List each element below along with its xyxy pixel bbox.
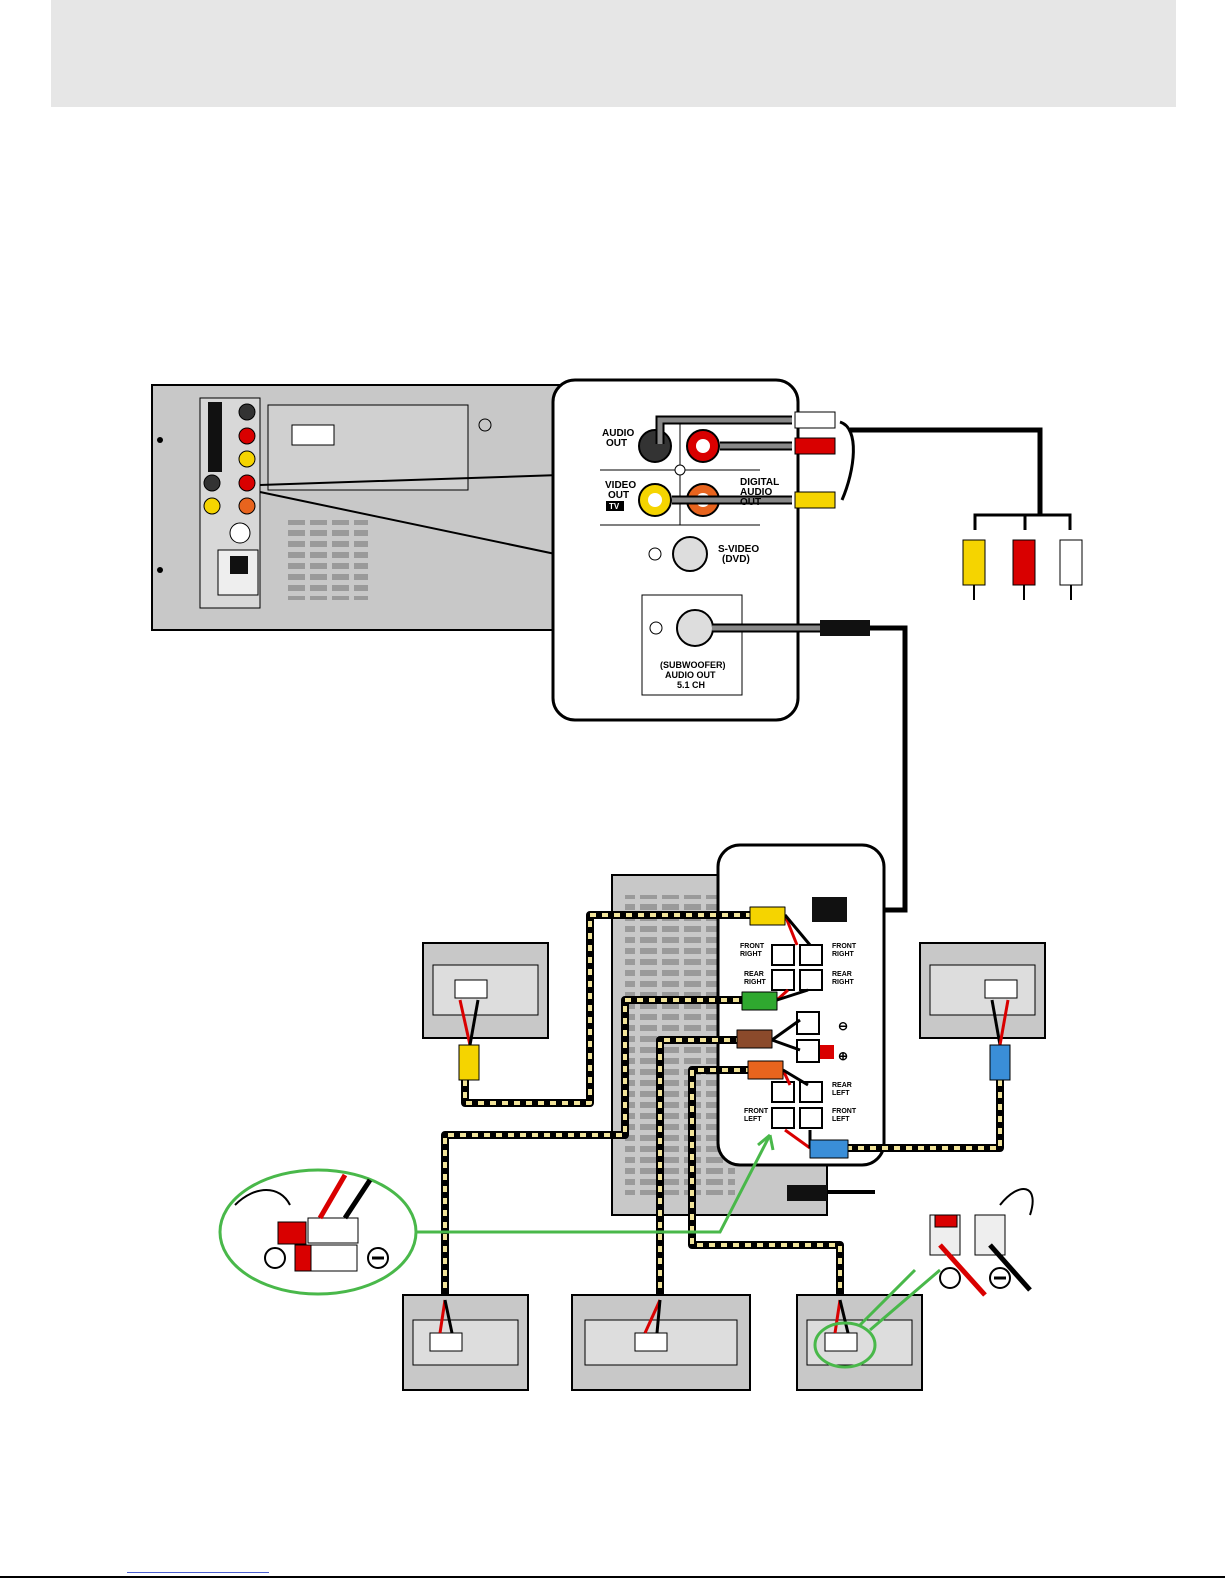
footer-rule (0, 1576, 1225, 1578)
footer-link-underline (127, 1572, 269, 1573)
clip-detail (930, 1189, 1033, 1295)
speaker-center (572, 1295, 750, 1390)
speaker-front-right (920, 943, 1045, 1080)
speaker-rear-right (797, 1270, 940, 1390)
rca-cable (795, 412, 1082, 600)
speaker-front-left (423, 943, 548, 1080)
main-unit-rear (152, 385, 560, 630)
minus-symbol: ⊖ (838, 1019, 848, 1033)
tv-badge: TV (609, 502, 620, 511)
plus-symbol: ⊕ (838, 1049, 848, 1063)
speaker-rear-left (403, 1295, 528, 1390)
